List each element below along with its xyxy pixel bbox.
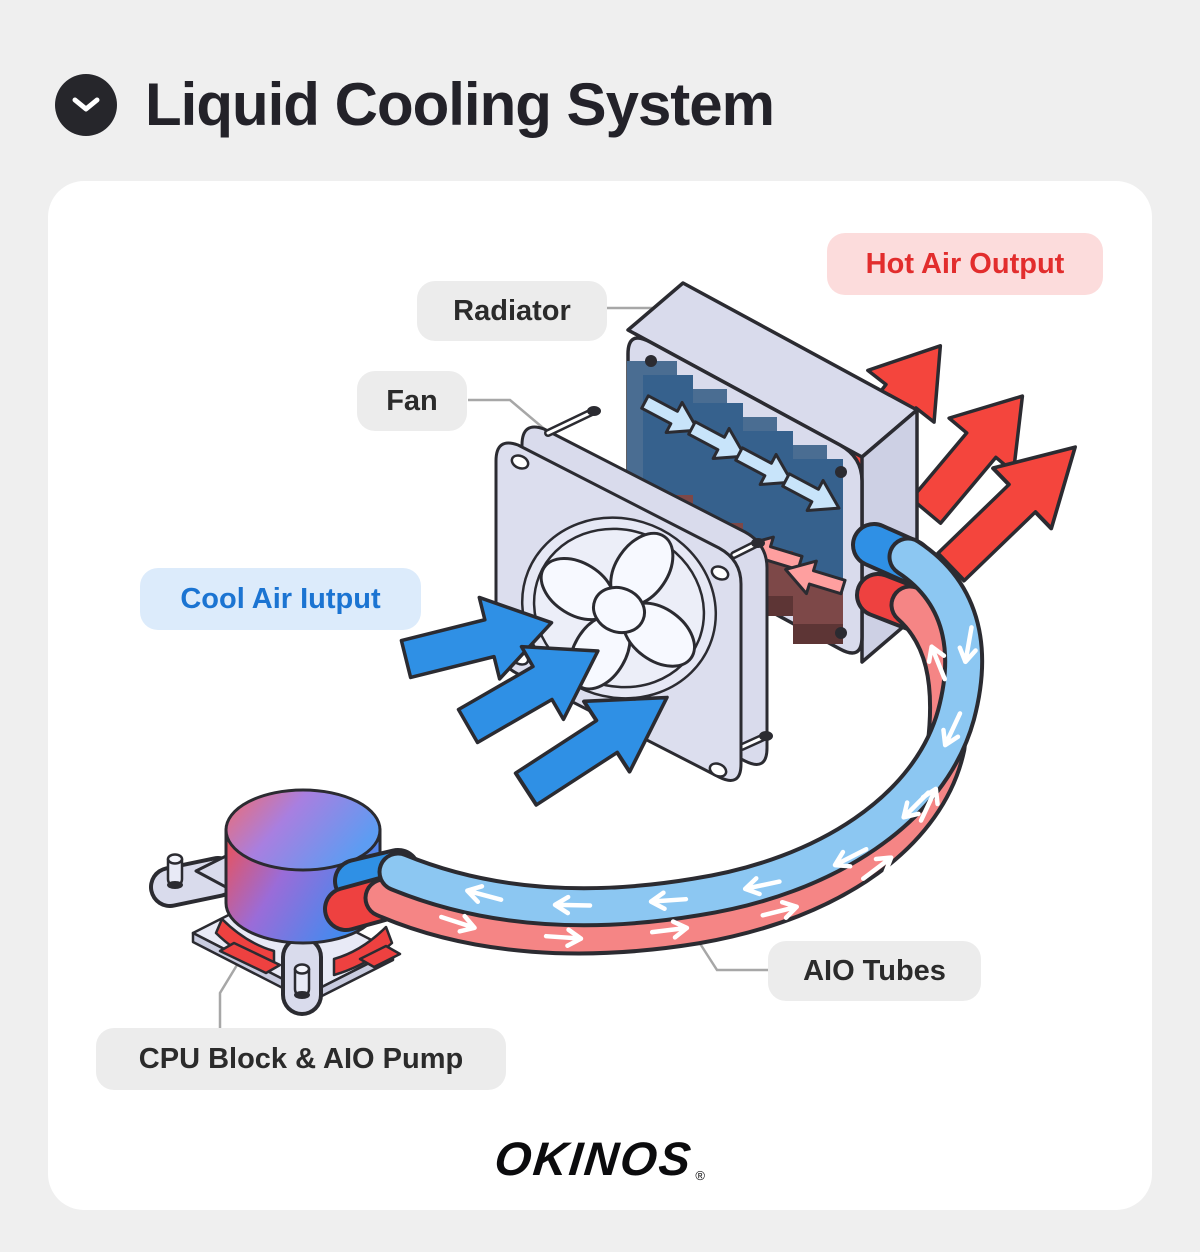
hot-air-output-label: Hot Air Output: [827, 233, 1103, 295]
aio-tubes-label: AIO Tubes: [768, 941, 981, 1001]
cooling-diagram: [149, 281, 1107, 1028]
thermal-pads: [214, 917, 402, 977]
brand-name: OKINOS: [492, 1132, 696, 1185]
collapse-toggle-button[interactable]: [55, 73, 117, 136]
radiator-label: Radiator: [417, 281, 607, 341]
header: Liquid Cooling System: [55, 70, 775, 139]
fan-bolts: [544, 406, 773, 751]
cpu-block-pump-label: CPU Block & AIO Pump: [96, 1028, 506, 1090]
cool-air-input-label: Cool Air Iutput: [140, 568, 421, 630]
diagram-card: Hot Air Output Radiator Fan Cool Air Iut…: [48, 181, 1152, 1210]
registered-mark: ®: [695, 1168, 706, 1183]
brand-logo: OKINOS ®: [492, 1131, 706, 1186]
fan-label: Fan: [357, 371, 467, 431]
chevron-down-icon: [72, 97, 100, 111]
fan-graphic: [494, 406, 773, 782]
page-title: Liquid Cooling System: [145, 71, 775, 138]
aio-tubes-graphic: [363, 536, 985, 956]
